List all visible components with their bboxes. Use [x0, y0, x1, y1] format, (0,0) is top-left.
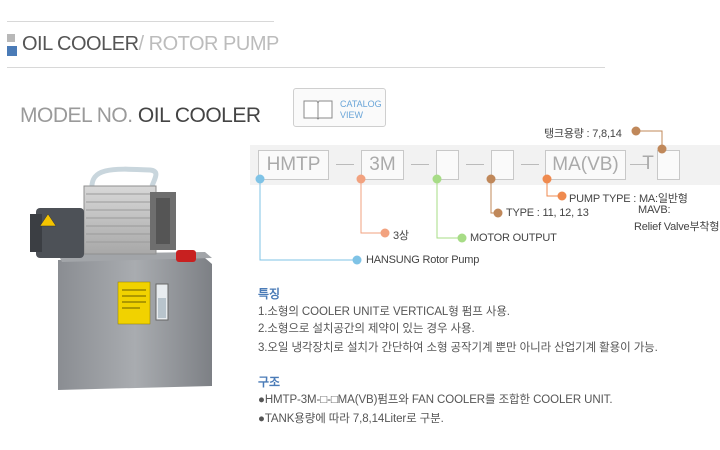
catalog-label: CATALOG VIEW	[340, 99, 382, 121]
model-name: OIL COOLER	[137, 104, 261, 127]
header-bottom-divider	[7, 67, 605, 68]
title-sub: / ROTOR PUMP	[138, 33, 280, 55]
code-box-motor-output	[436, 150, 459, 180]
features-line: 2.소형으로 설치공간의 제약이 있는 경우 사용.	[258, 323, 475, 335]
type-label: TYPE : 11, 12, 13	[506, 207, 589, 219]
code-box-type	[491, 150, 514, 180]
pump-type-label-3: Relief Valve부착형	[634, 221, 720, 233]
catalog-view-button[interactable]: CATALOG VIEW	[293, 88, 386, 127]
code-dash	[630, 164, 648, 165]
page-title: OIL COOLER/ ROTOR PUMP	[22, 33, 279, 56]
structure-line: ●TANK용량에 따라 7,8,14Liter로 구분.	[258, 413, 444, 425]
features-line: 3.오일 냉각장치로 설치가 간단하여 소형 공작기계 뿐만 아니라 산업기계 …	[258, 342, 658, 354]
header-top-divider	[7, 21, 274, 22]
dot-phase	[380, 228, 390, 238]
structure-line: ●HMTP-3M-□-□MA(VB)펌프와 FAN COOLER를 조합한 CO…	[258, 394, 613, 406]
dot-maker	[352, 255, 362, 265]
code-box-phase: 3M	[361, 150, 404, 180]
features-heading: 특징	[258, 287, 281, 301]
maker-label: HANSUNG Rotor Pump	[366, 254, 480, 266]
code-box-series: HMTP	[258, 150, 329, 180]
title-main: OIL COOLER	[22, 33, 139, 55]
code-dash	[466, 164, 484, 165]
dot-pump	[557, 191, 567, 201]
phase-label: 3상	[393, 230, 409, 242]
code-box-tank	[657, 150, 680, 180]
model-prefix: MODEL NO.	[20, 104, 133, 127]
dot-motor	[457, 233, 467, 243]
model-heading: MODEL NO. OIL COOLER	[20, 104, 261, 128]
header-bullet-icon	[7, 34, 19, 58]
structure-heading: 구조	[258, 375, 281, 389]
code-dash	[521, 164, 539, 165]
dot-tank	[631, 126, 641, 136]
code-box-pump-type: MA(VB)	[545, 150, 626, 180]
features-line: 1.소형의 COOLER UNIT로 VERTICAL형 펌프 사용.	[258, 306, 510, 318]
oil-cooler-product-image	[0, 138, 245, 400]
catalog-line2: VIEW	[340, 110, 364, 120]
motor-output-label: MOTOR OUTPUT	[470, 232, 557, 244]
tank-capacity-label: 탱크용량 : 7,8,14	[544, 128, 622, 140]
pump-type-label-2: MAVB:	[638, 204, 671, 216]
dot-type	[493, 208, 503, 218]
code-dash	[336, 164, 354, 165]
pump-type-label: PUMP TYPE : MA:일반형	[569, 193, 688, 205]
code-dash	[411, 164, 429, 165]
catalog-line1: CATALOG	[340, 99, 382, 109]
code-tank-prefix: T	[642, 153, 654, 174]
book-icon	[303, 100, 333, 120]
